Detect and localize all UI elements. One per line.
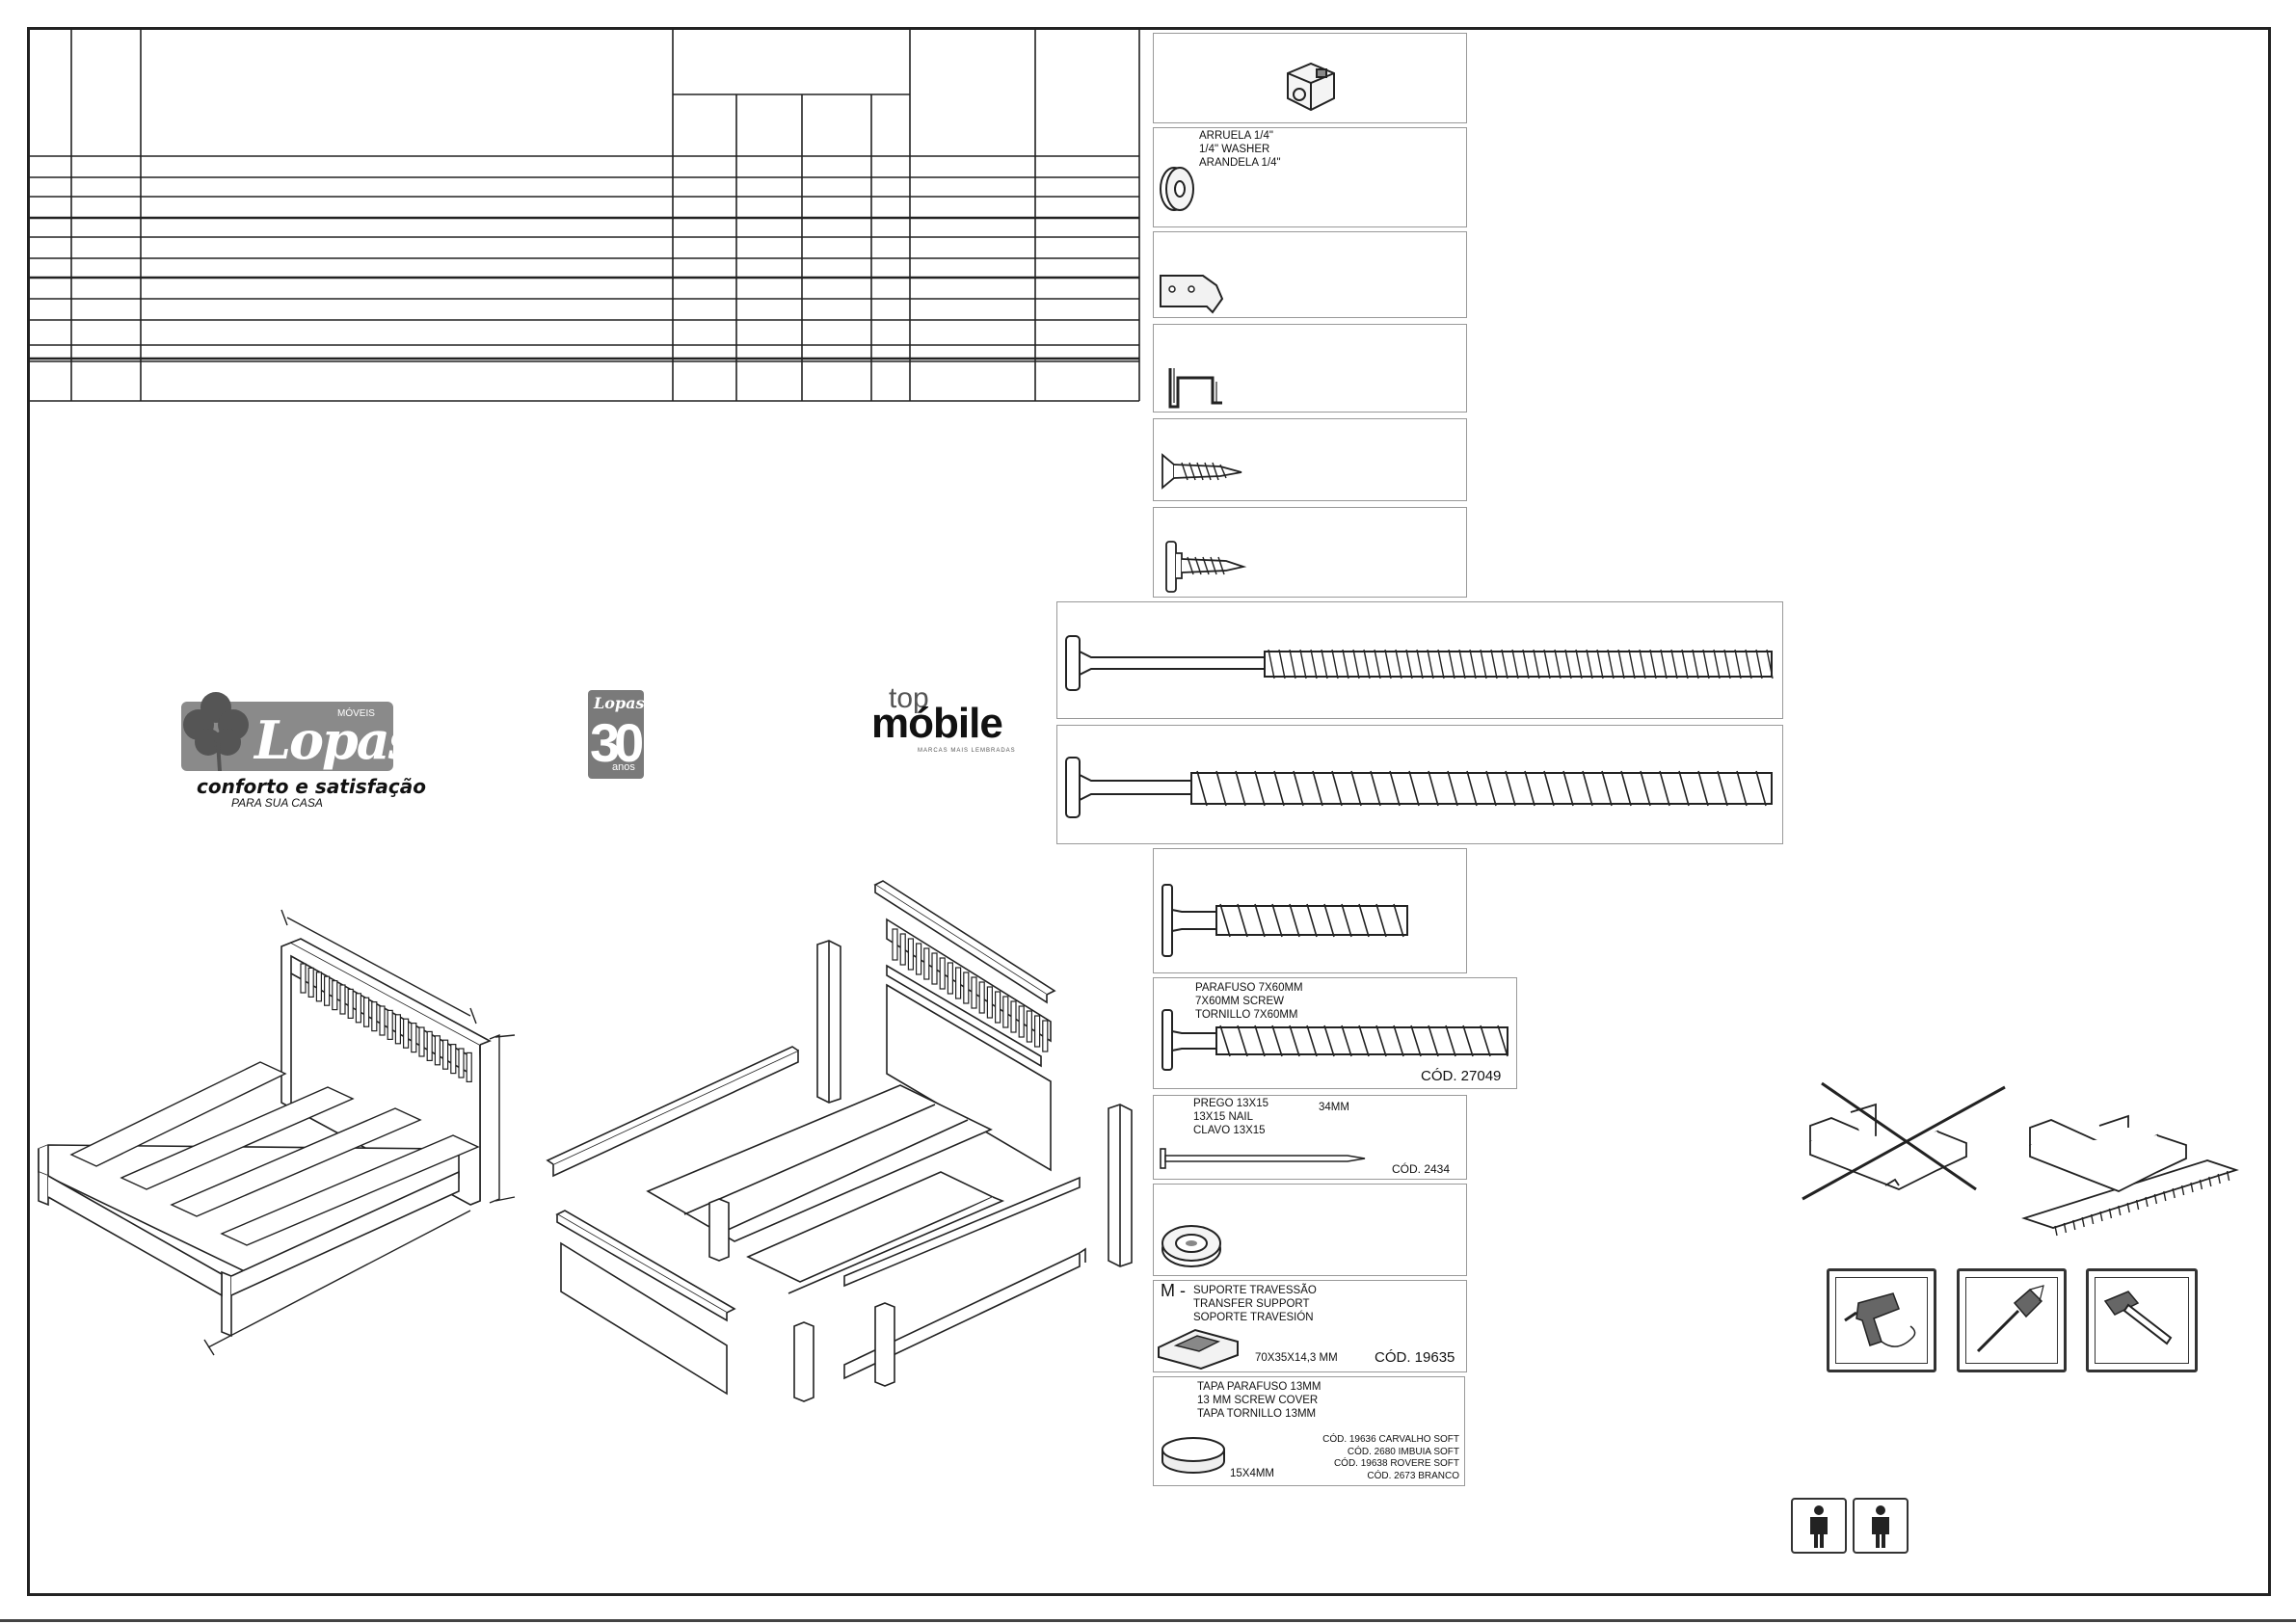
nail-code: CÓD. 2434: [1392, 1162, 1451, 1176]
support-label-3: SOPORTE TRAVESIÓN: [1193, 1312, 1314, 1323]
part-box-screw-flat: [1153, 418, 1467, 501]
cover-label-1: TAPA PARAFUSO 13MM: [1197, 1381, 1322, 1393]
anniversary-number: 30: [590, 712, 644, 773]
cover-code-1: CÓD. 19636 CARVALHO SOFT: [1322, 1434, 1459, 1445]
long-screw-2-icon: [1065, 757, 1773, 818]
long-screw-1-icon: [1065, 635, 1774, 691]
drill-icon: [1844, 1292, 1916, 1347]
page-border: [27, 27, 2271, 1596]
part-box-nail: [1153, 1095, 1467, 1180]
bracket-icon: [1160, 275, 1224, 314]
screw-7x60-label-1: PARAFUSO 7X60MM: [1195, 982, 1303, 994]
screw-flat-icon: [1161, 453, 1242, 490]
tagline: conforto e satisfação: [197, 775, 426, 798]
support-prefix: M -: [1161, 1281, 1186, 1300]
exploded-view-illustration: [546, 880, 1133, 1402]
support-label-1: SUPORTE TRAVESSÃO: [1193, 1285, 1317, 1296]
part-box-cover: [1153, 1376, 1465, 1486]
tool-box-screwdriver: [1957, 1268, 2067, 1372]
part-box-washer: [1153, 127, 1467, 227]
cover-code-2: CÓD. 2680 IMBUIA SOFT: [1347, 1446, 1459, 1457]
part-box-screw-pan: [1153, 507, 1467, 598]
topmobile-sub: MARCAS MAIS LEMBRADAS: [918, 748, 1016, 754]
bottom-rule: [0, 1619, 2296, 1622]
cover-size: 15X4MM: [1230, 1468, 1275, 1479]
cover-code-4: CÓD. 2673 BRANCO: [1367, 1470, 1459, 1481]
screw-pan-icon: [1165, 541, 1247, 593]
anniversary-brand: Lopas: [594, 694, 645, 712]
cam-lock-icon: [1287, 62, 1335, 112]
nail-size: 34MM: [1319, 1102, 1349, 1113]
screw-7x60-label-3: TORNILLO 7X60MM: [1195, 1009, 1298, 1021]
lopas-wordmark: Lopas: [254, 709, 417, 771]
anniversary-logo: [588, 690, 644, 779]
anniversary-word: anos: [612, 761, 635, 773]
washer-label-2: 1/4" WASHER: [1199, 144, 1270, 155]
screwdriver-icon: [1976, 1285, 2044, 1353]
nail-icon: [1160, 1148, 1366, 1169]
washer-icon: [1160, 167, 1194, 211]
parts-table: [29, 28, 1140, 402]
screw-7x60-code: CÓD. 27049: [1421, 1068, 1502, 1084]
person-icon: [1872, 1505, 1889, 1548]
washer-label-1: ARRUELA 1/4": [1199, 130, 1273, 142]
screw-cover-icon: [1161, 1437, 1225, 1474]
support-code: CÓD. 19635: [1375, 1349, 1455, 1366]
hook-icon: [1168, 368, 1222, 409]
tool-box-drill: [1827, 1268, 1936, 1372]
topmobile-name: móbile: [871, 700, 1003, 747]
tool-box-hammer: [2086, 1268, 2198, 1372]
person-box-1: [1791, 1498, 1847, 1554]
topmobile-top: top: [889, 682, 929, 714]
lopas-moveis: MÓVEIS: [337, 708, 375, 719]
cover-codes: CÓD. 19636 CARVALHO SOFT CÓD. 2680 IMBUI…: [1270, 1434, 1459, 1482]
support-size: 70X35X14,3 MM: [1255, 1352, 1338, 1364]
person-icon: [1810, 1505, 1828, 1548]
assembled-bed-illustration: [38, 909, 516, 1356]
person-box-2: [1853, 1498, 1909, 1554]
cover-label-3: TAPA TORNILLO 13MM: [1197, 1408, 1317, 1420]
hammer-icon: [2103, 1291, 2173, 1345]
screw-7x60-label-2: 7X60MM SCREW: [1195, 996, 1285, 1007]
cover-label-2: 13 MM SCREW COVER: [1197, 1395, 1319, 1406]
nail-label-2: 13X15 NAIL: [1193, 1111, 1254, 1123]
cam-disc-icon: [1161, 1225, 1221, 1267]
floor-protection-illustration: [1802, 1081, 2239, 1237]
nail-label-1: PREGO 13X15: [1193, 1098, 1268, 1109]
support-label-2: TRANSFER SUPPORT: [1193, 1298, 1310, 1310]
screw-short-icon: [1161, 884, 1408, 957]
part-box-hook: [1153, 324, 1467, 413]
clover-icon: [183, 692, 249, 771]
support-icon: [1158, 1328, 1239, 1371]
cover-code-3: CÓD. 19638 ROVERE SOFT: [1333, 1458, 1459, 1469]
screw-7x60-icon: [1161, 1009, 1508, 1071]
nail-label-3: CLAVO 13X15: [1193, 1125, 1266, 1136]
tagline-sub: PARA SUA CASA: [231, 796, 323, 810]
washer-label-3: ARANDELA 1/4": [1199, 157, 1281, 169]
